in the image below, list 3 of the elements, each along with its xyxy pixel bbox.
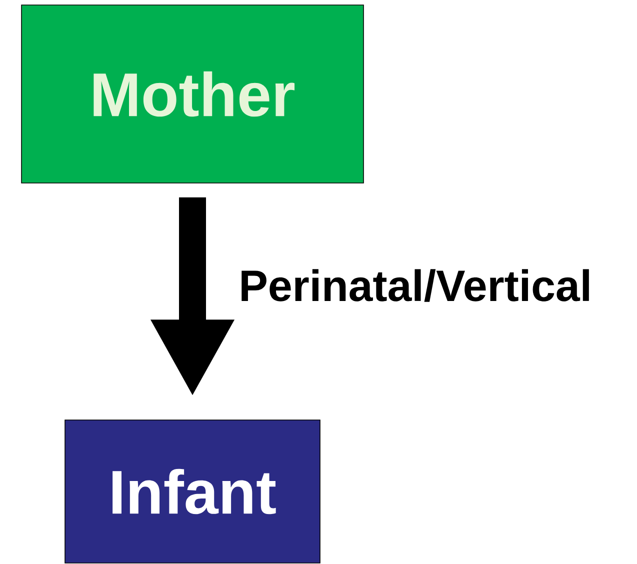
edge-label: Perinatal/Vertical [242, 269, 589, 302]
process-box: Infant [64, 420, 320, 564]
process-box: Mother [21, 4, 364, 184]
